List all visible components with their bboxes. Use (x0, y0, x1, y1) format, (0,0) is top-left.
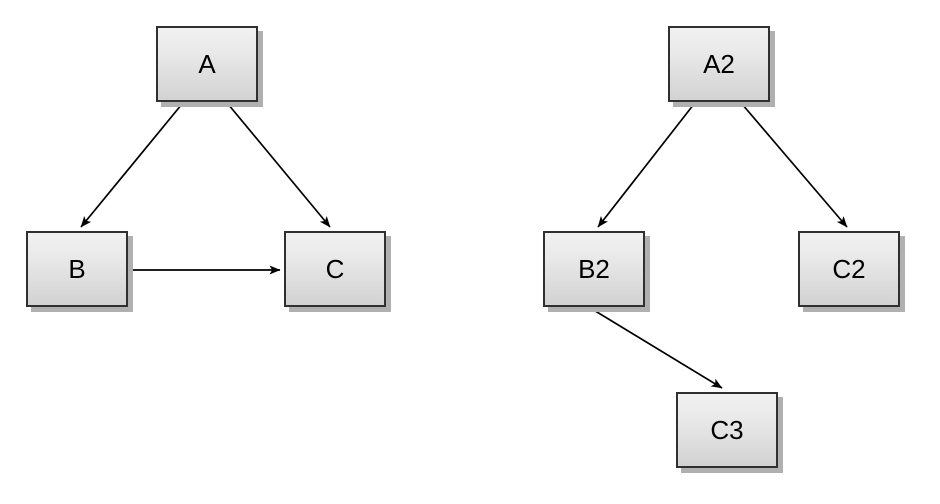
node-b: B (26, 231, 128, 307)
node-c3-label: C3 (710, 415, 744, 445)
node-c: C (284, 231, 386, 307)
node-a2-label: A2 (703, 49, 735, 79)
node-a-label: A (198, 49, 216, 79)
node-c2-label: C2 (832, 254, 866, 284)
node-b-label: B (68, 254, 86, 284)
node-c-label: C (325, 254, 345, 284)
edge-a2-to-b2 (597, 103, 695, 228)
edge-b2-to-c3 (591, 308, 723, 389)
edge-a-to-b (80, 103, 183, 228)
edge-a-to-c (227, 103, 331, 228)
node-c3: C3 (676, 392, 778, 468)
node-b2-label: B2 (578, 254, 610, 284)
node-a2: A2 (668, 26, 770, 102)
edge-a2-to-c2 (741, 103, 848, 228)
node-c2: C2 (798, 231, 900, 307)
node-b2: B2 (543, 231, 645, 307)
node-a: A (156, 26, 258, 102)
